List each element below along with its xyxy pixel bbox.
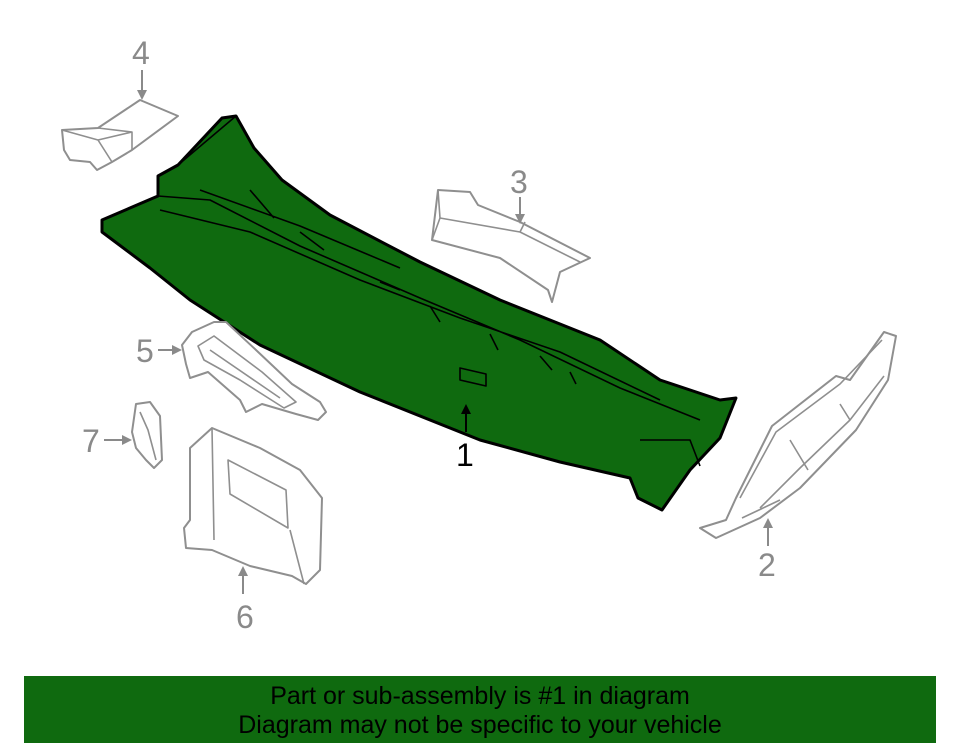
callout-7: 7 [82,423,100,459]
arrowhead-6 [238,566,248,576]
arrowhead-4 [137,90,147,100]
callout-5: 5 [136,333,154,369]
part-2-side-panel[interactable] [699,331,897,539]
callout-2: 2 [758,547,776,583]
arrowhead-2 [763,518,773,528]
part-1-cowl-panel[interactable] [100,114,738,512]
part-6-side-cover[interactable] [183,427,323,585]
arrowhead-3 [515,214,525,224]
banner-line-1: Part or sub-assembly is #1 in diagram [270,682,690,710]
parts-diagram: 4 3 1 5 7 6 2 [61,35,897,635]
arrowhead-1 [461,404,471,414]
callout-1: 1 [456,437,474,473]
banner-line-2: Diagram may not be specific to your vehi… [238,711,722,739]
arrowhead-7 [122,435,132,445]
part-5-vent[interactable] [181,321,327,421]
part-7-clip[interactable] [131,401,163,469]
part-3-bracket[interactable] [431,189,591,303]
part-4-bracket[interactable] [61,99,179,171]
callout-4: 4 [132,35,150,71]
callout-3: 3 [510,164,528,200]
arrowhead-5 [172,345,182,355]
info-banner: Part or sub-assembly is #1 in diagram Di… [24,676,936,743]
callout-6: 6 [236,599,254,635]
